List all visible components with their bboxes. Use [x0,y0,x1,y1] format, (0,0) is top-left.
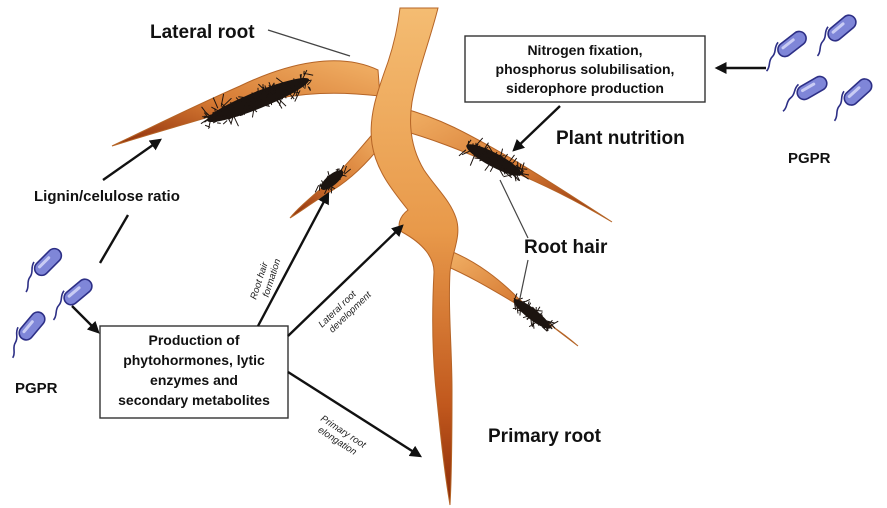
leader-root-hair-b [520,260,528,298]
bacterium-right-4 [820,70,877,125]
bottom-box-line-4: secondary metabolites [118,392,270,408]
top-box: Nitrogen fixation, phosphorus solubilisa… [465,36,705,102]
bacterium-left-3 [0,304,51,362]
leader-root-hair-a [500,180,528,238]
top-box-line-2: phosphorus solubilisation, [496,61,675,77]
top-box-line-3: siderophore production [506,80,664,96]
bottom-box-line-2: phytohormones, lytic [123,352,265,368]
arrow-label-primary-root-elongation: Primary root elongation [312,413,368,460]
bacterium-left-2 [40,270,98,325]
arrow-box-to-plant-nutrition [514,106,560,150]
lateral-root-lower-right [446,250,578,346]
bacterium-right-3 [772,67,831,117]
arrow-pgpr-to-lignin [100,215,128,263]
label-pgpr-right: PGPR [788,150,831,167]
bacterium-left-1 [11,240,67,296]
arrow-label-root-hair-formation: Root hair formation [248,254,283,304]
bottom-box: Production of phytohormones, lytic enzym… [100,326,288,418]
leader-lateral-root [268,30,350,56]
label-pgpr-left: PGPR [15,380,58,397]
bottom-box-line-3: enzymes and [150,372,238,388]
bacterium-right-2 [804,6,862,61]
primary-root [371,8,458,505]
bottom-box-line-1: Production of [149,332,240,348]
label-plant-nutrition: Plant nutrition [556,128,685,149]
arrow-pgpr-to-bottom-box [72,306,98,332]
label-lignin-ratio: Lignin/celulose ratio [34,188,180,205]
arrow-label-lateral-root-development: Lateral root development [316,281,374,338]
label-primary-root: Primary root [488,426,602,447]
top-box-line-1: Nitrogen fixation, [527,42,642,58]
label-root-hair: Root hair [524,237,608,258]
arrow-lignin-to-lateral-root [103,140,160,180]
label-lateral-root: Lateral root [150,22,255,43]
